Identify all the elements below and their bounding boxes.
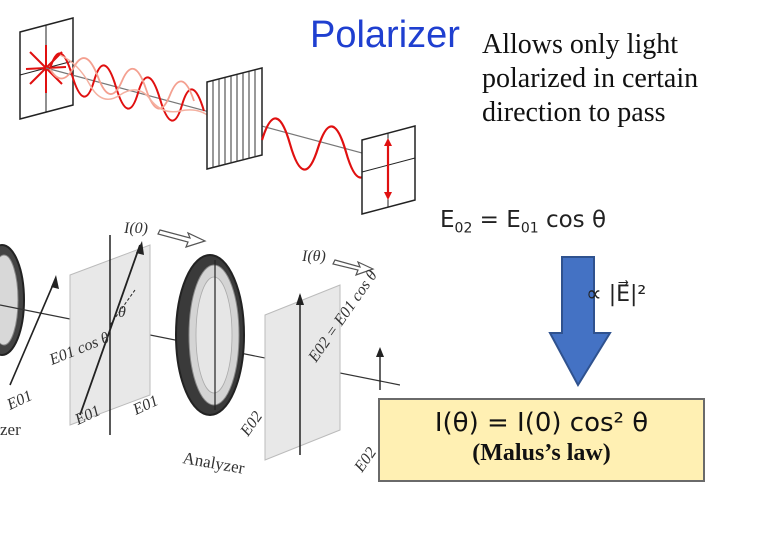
polarization-wave-illustration [19, 17, 416, 215]
second-plane [264, 284, 341, 461]
page-title: Polarizer [310, 14, 460, 56]
unpolarized-wave-c [59, 54, 211, 118]
e02-analyzer-label: E02 [237, 408, 266, 440]
down-arrow-icon [548, 256, 612, 387]
polarizer-description: Allows only light polarized in certain d… [482, 29, 699, 129]
first-plane [69, 235, 151, 435]
output-intensity-label: I(θ) [301, 248, 326, 265]
polarizer-analyzer-illustration: I(0) I(θ) E01 cos θ θ E02 = E01 cos θ E0… [0, 220, 400, 478]
malus-law-name: (Malus’s law) [472, 440, 611, 466]
polarizer-partial-label: zer [0, 420, 21, 439]
polarizer-grating [206, 67, 263, 170]
input-field-vector [9, 279, 56, 386]
polarized-light-panel [361, 125, 416, 215]
eq-rhs-symbol: E [506, 207, 521, 233]
unpolarized-wave-a [49, 52, 205, 122]
e01-left-label: E01 [4, 387, 35, 414]
unpolarized-wave-b [49, 57, 195, 110]
analyzer-ring [175, 254, 245, 416]
polarizer-ring [0, 244, 25, 356]
eq-rhs-func: cos θ [545, 207, 607, 233]
eq-lhs-sub: 02 [454, 220, 473, 237]
eq-lhs-symbol: E [440, 207, 455, 233]
eq-rhs-sub: 01 [520, 220, 539, 237]
input-intensity-label: I(0) [123, 220, 148, 237]
malus-law-box: I(θ) = I(0) cos² θ (Malus’s law) [378, 398, 705, 482]
analyzer-label: Analyzer [181, 448, 246, 478]
intensity-proportional-label: ∝ |E⃗|² [586, 282, 647, 307]
field-relation-equation: E02 = E01 cos θ [440, 207, 607, 237]
malus-law-equation: I(θ) = I(0) cos² θ [434, 408, 649, 438]
theta-label: θ [118, 304, 126, 321]
input-intensity-arrow [157, 229, 207, 248]
output-intensity-arrow [332, 259, 375, 277]
e02-right-label: E02 [351, 444, 380, 476]
